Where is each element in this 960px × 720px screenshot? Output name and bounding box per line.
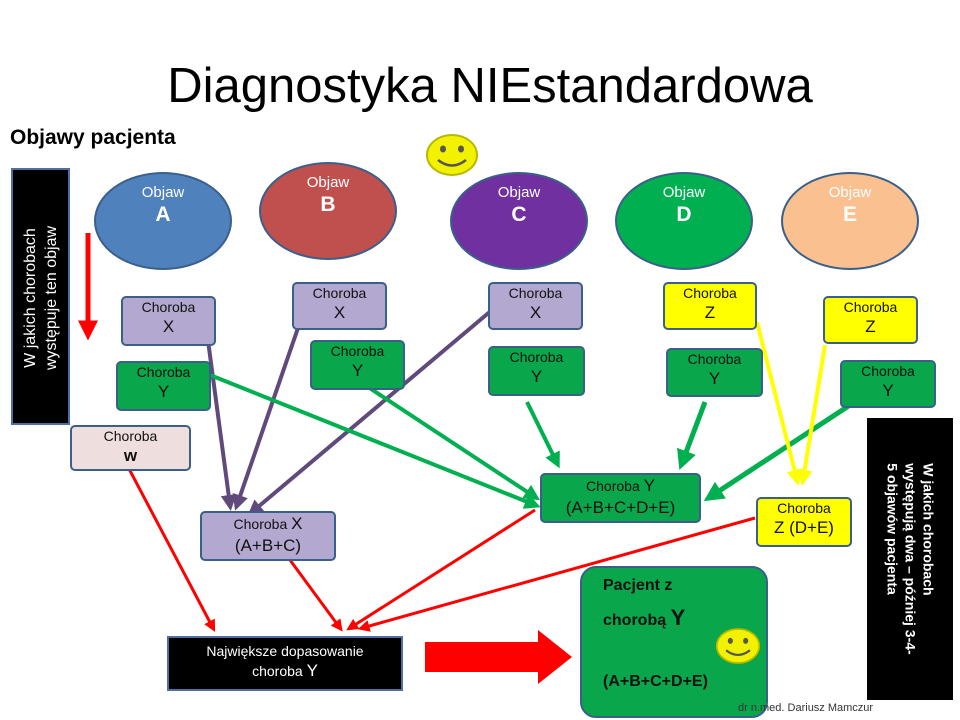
aggregate-y: Choroba Y (A+B+C+D+E) [540,473,701,523]
aggregate-letter: X [291,514,303,533]
arrow-w-to-match [125,464,216,632]
arrow-ey-to-y [703,402,852,502]
result-letter: Y [670,605,686,630]
disease-letter: Z [704,303,716,323]
symptom-d: Objaw D [615,172,753,270]
right-sidebar-line-1: W jakich chorobach [920,463,937,596]
disease-label: Choroba [508,285,563,301]
arrow-x-to-match [288,559,343,632]
disease-letter: Z [865,317,876,337]
arrow-ax-to-x [203,317,237,511]
symptom-letter: C [511,203,527,226]
symptom-a: Objaw A [94,172,232,270]
disease-box-d-y: Choroba Y [666,348,763,397]
disease-label: Choroba [141,299,196,315]
best-match-prefix: choroba [252,663,303,680]
disease-label: Choroba [136,364,191,380]
left-sidebar-line-2: występuje ten objaw [43,225,60,371]
best-match-box: Największe dopasowanie choroba Y [167,636,403,691]
result-arrow [425,630,572,684]
disease-letter: Y [530,367,543,387]
disease-box-a-w: Choroba w [70,425,191,471]
disease-box-c-y: Choroba Y [488,346,585,396]
subtitle: Objawy pacjenta [10,126,176,149]
left-sidebar-line-1: W jakich chorobach [22,228,40,368]
aggregate-label: Choroba [777,500,831,516]
disease-label: Choroba [509,349,564,365]
arrow-z-to-match [357,516,756,632]
disease-letter: X [333,303,346,323]
arrow-by-to-y [363,383,541,501]
arrow-cx-to-x [247,308,494,516]
disease-box-a-x: Choroba X [121,296,216,346]
arrow-dy-to-y [677,401,708,471]
result-line-1: Pacjent z [603,577,673,594]
disease-label: Choroba [330,343,385,359]
result-prefix: chorobą [603,612,667,629]
aggregate-letter: Y [643,476,655,495]
smiley-icon [715,628,761,664]
aggregate-x: Choroba X (A+B+C) [200,511,336,561]
disease-letter: X [162,317,175,337]
arrow-dz-to-z [755,321,803,486]
best-match-line-1: Największe dopasowanie [206,643,364,659]
right-sidebar: W jakich chorobach występują dwa – późni… [867,418,953,700]
symptom-letter: D [676,203,692,226]
result-combo: (A+B+C+D+E) [603,673,708,690]
symptom-label: Objaw [662,184,706,201]
symptom-letter: E [842,203,857,226]
symptom-c: Objaw C [450,172,588,270]
aggregate-combo: (A+B+C) [234,536,302,556]
disease-letter: X [529,303,542,323]
smiley-icon [426,134,478,176]
symptom-letter: A [155,203,171,226]
disease-letter: Y [351,361,364,381]
aggregate-prefix: Choroba [586,478,640,494]
disease-box-b-y: Choroba Y [310,340,405,390]
symptom-label: Objaw [306,174,350,191]
aggregate-z: Choroba Z (D+E) [756,497,852,547]
disease-box-e-y: Choroba Y [840,360,936,408]
disease-letter: Y [157,382,170,402]
disease-letter: Y [882,381,894,401]
arrow-ez-to-z [796,344,827,486]
disease-box-b-x: Choroba X [292,282,387,330]
symptom-label: Objaw [497,184,541,201]
right-sidebar-line-3: 5 objawów pacjenta [883,463,900,595]
disease-box-d-z: Choroba Z [663,282,757,330]
arrow-bx-to-x [232,327,300,511]
symptom-letter: B [320,193,336,216]
disease-label: Choroba [683,285,737,301]
left-sidebar: W jakich chorobach występuje ten objaw [11,168,70,425]
page-title: Diagnostyka NIEstandardowa [167,59,813,113]
disease-label: Choroba [103,428,158,444]
disease-box-c-x: Choroba X [488,282,583,330]
disease-label: Choroba [843,299,898,315]
disease-box-e-z: Choroba Z [823,296,918,344]
footer-credit: dr n.med. Dariusz Mamczur [738,702,874,714]
aggregate-combo: (A+B+C+D+E) [565,498,676,518]
disease-label: Choroba [687,351,742,367]
arrow-cy-to-y [525,401,560,469]
disease-box-a-y: Choroba Y [116,361,211,411]
best-match-letter: Y [306,661,318,681]
disease-letter: w [123,446,138,466]
disease-label: Choroba [312,285,367,301]
right-sidebar-line-2: występują dwa – później 3-4- [902,463,919,655]
result-box: Pacjent z chorobą Y (A+B+C+D+E) [580,566,768,718]
symptom-e: Objaw E [781,172,919,270]
symptom-b: Objaw B [259,162,397,260]
arrow-ay-to-y [209,373,541,509]
symptom-label: Objaw [828,184,872,201]
disease-letter: Y [708,369,721,389]
aggregate-combo: Z (D+E) [774,518,834,538]
symptom-label: Objaw [141,184,185,201]
disease-label: Choroba [861,363,915,379]
aggregate-prefix: Choroba [233,516,288,532]
arrow-y-to-match [346,508,536,631]
